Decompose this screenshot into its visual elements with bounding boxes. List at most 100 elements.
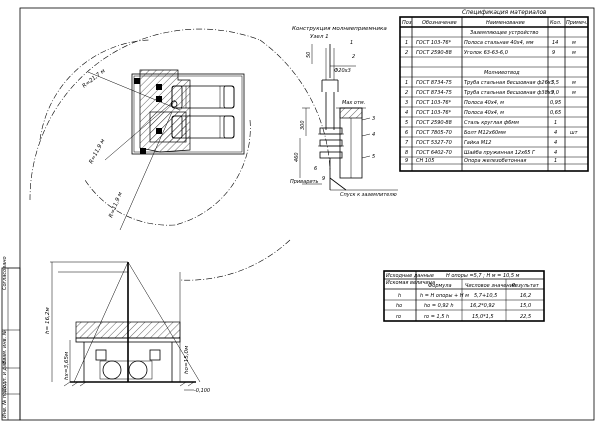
svg-text:14: 14	[552, 40, 558, 46]
svg-text:5,5: 5,5	[551, 80, 559, 86]
svg-text:9: 9	[405, 158, 408, 164]
svg-text:4: 4	[554, 150, 557, 156]
spec-section-2: Молниеотвод	[484, 70, 520, 76]
svg-text:м: м	[572, 50, 576, 56]
svg-text:Труба стальная бесшовная ф38х3: Труба стальная бесшовная ф38х3	[464, 90, 554, 96]
svg-text:ГОСТ 103-76*: ГОСТ 103-76*	[416, 110, 452, 116]
spec-h-note: Примеч.	[566, 20, 588, 26]
spec-row: 4 ГОСТ 103-76* Полоса 40х4, м 0,65	[405, 110, 561, 116]
svg-text:5: 5	[372, 154, 375, 160]
calc-header-right: H опоры =5,7 ; H м = 10,5 м	[446, 273, 520, 279]
transformer-top	[171, 85, 235, 109]
svg-text:ho = 0,92 h: ho = 0,92 h	[424, 303, 454, 309]
svg-text:ГОСТ 2590-88: ГОСТ 2590-88	[416, 120, 452, 126]
spec-table: Спецификация материалов Поз. Обозначение…	[399, 10, 589, 172]
spec-title: Спецификация материалов	[462, 10, 547, 16]
svg-text:ro = 1,5 h: ro = 1,5 h	[424, 314, 449, 320]
svg-text:2: 2	[405, 90, 408, 96]
calc-table: Исходные данные H опоры =5,7 ; H м = 10,…	[383, 270, 545, 322]
svg-text:16,2: 16,2	[520, 293, 531, 299]
calc-row: ho ho = 0,92 h 16,2*0,92 15,0	[396, 303, 531, 309]
svg-text:ГОСТ 7805-70: ГОСТ 7805-70	[416, 130, 452, 136]
svg-text:h = H опоры + H м: h = H опоры + H м	[420, 293, 469, 299]
svg-text:5: 5	[405, 120, 408, 126]
svg-text:4: 4	[554, 140, 557, 146]
label-spusk: Спуск к заземлителю	[340, 192, 397, 198]
spec-row: 2 ГОСТ 2590-88 Уголок 63-63-6,0 9 м	[405, 50, 576, 56]
stamp-4: Инв. № подл.	[2, 384, 8, 419]
level-label: -0,100	[194, 388, 210, 394]
svg-text:м: м	[572, 80, 576, 86]
svg-text:0,95: 0,95	[550, 100, 561, 106]
svg-text:7: 7	[405, 140, 409, 146]
calc-header-left: Исходные данные	[386, 273, 434, 279]
spec-h-name: Наименование	[486, 20, 525, 26]
dim-d20: Ф20х3	[334, 68, 351, 74]
svg-text:15,0: 15,0	[520, 303, 531, 309]
dim-300: 300	[300, 120, 306, 130]
calc-col-1: Формула	[428, 283, 452, 289]
svg-text:шт: шт	[570, 130, 579, 136]
detail-title-1: Конструкция молниеприемника	[292, 26, 387, 32]
svg-text:9: 9	[322, 176, 325, 182]
spec-row: 9 СН 105 Опора железобетонная 1	[405, 158, 557, 164]
svg-text:3: 3	[405, 100, 408, 106]
spec-row: 6 ГОСТ 7805-70 Болт М12х60мм 4 шт	[405, 130, 579, 136]
label-prisvarit: Приварить	[290, 179, 319, 185]
radius-label-1: R=21,7 м	[82, 68, 108, 90]
svg-text:15,0*1,5: 15,0*1,5	[472, 314, 494, 320]
spec-row: 1 ГОСТ 103-76* Полоса стальная 40х4, мм …	[405, 40, 576, 46]
svg-text:Сталь круглая ф6мм: Сталь круглая ф6мм	[464, 120, 519, 126]
svg-text:ГОСТ 8734-75: ГОСТ 8734-75	[416, 80, 452, 86]
radius-label-3: R=11,9 м	[108, 191, 124, 219]
calc-col-0: Искомая величина	[386, 280, 435, 286]
spec-row: 1 ГОСТ 8734-75 Труба стальная бесшовная …	[405, 80, 576, 86]
transformer-bottom	[171, 115, 235, 139]
svg-text:4: 4	[372, 132, 375, 138]
svg-text:16,2*0,92: 16,2*0,92	[470, 303, 495, 309]
svg-text:Полоса 40х4, м: Полоса 40х4, м	[464, 100, 504, 106]
svg-text:1: 1	[405, 40, 408, 46]
spec-row: 5 ГОСТ 2590-88 Сталь круглая ф6мм 1	[405, 120, 557, 126]
svg-text:Труба стальная бесшовная ф26х3: Труба стальная бесшовная ф26х3	[464, 80, 554, 86]
svg-text:ho: ho	[396, 303, 402, 309]
radius-label-2: R=11,9 м	[88, 138, 106, 165]
svg-text:ГОСТ 103-76*: ГОСТ 103-76*	[416, 40, 452, 46]
plan-view: R=21,7 м R=11,9 м R=11,9 м	[29, 28, 331, 281]
svg-text:м: м	[572, 40, 576, 46]
svg-text:3: 3	[372, 116, 375, 122]
dim-ho: ho=15,0м	[184, 345, 190, 374]
svg-text:1: 1	[554, 158, 557, 164]
stamp-2: Взам. инв. №	[2, 330, 8, 364]
svg-text:2: 2	[405, 50, 408, 56]
calc-col-2: Числовое значение	[465, 283, 516, 289]
lightning-rod-detail: Конструкция молниеприемника Узел 1 50 Ф2…	[290, 26, 398, 198]
svg-text:1: 1	[350, 40, 353, 46]
dim-50: 50	[306, 52, 312, 58]
svg-text:ro: ro	[396, 314, 401, 320]
svg-text:9,0: 9,0	[551, 90, 559, 96]
svg-text:9: 9	[552, 50, 555, 56]
spec-row: 3 ГОСТ 103-76* Полоса 40х4, м 0,95	[405, 100, 561, 106]
label-max-otm: Мах отм.	[342, 100, 365, 106]
stamp-1: Согласовано	[2, 256, 8, 290]
sheet-frame: Согласовано Взам. инв. № Подп. и дата Ин…	[1, 7, 595, 421]
spec-h-qty: Кол.	[550, 20, 561, 26]
svg-text:6: 6	[314, 166, 317, 172]
svg-text:ГОСТ 103-76*: ГОСТ 103-76*	[416, 100, 452, 106]
svg-text:Уголок 63-63-6,0: Уголок 63-63-6,0	[464, 50, 508, 56]
dim-460: 460	[294, 152, 300, 162]
svg-text:Полоса 40х4, м: Полоса 40х4, м	[464, 110, 504, 116]
svg-text:Опора железобетонная: Опора железобетонная	[464, 158, 526, 164]
svg-text:ГОСТ 6402-70: ГОСТ 6402-70	[416, 150, 452, 156]
svg-text:4: 4	[554, 130, 557, 136]
svg-text:22,5: 22,5	[520, 314, 531, 320]
calc-col-3: Результат	[512, 283, 540, 289]
svg-text:Полоса стальная 40х4, мм: Полоса стальная 40х4, мм	[464, 40, 534, 46]
dim-h: h= 16,2м	[45, 307, 51, 334]
svg-text:ГОСТ 5327-70: ГОСТ 5327-70	[416, 140, 452, 146]
calc-row: h h = H опоры + H м 5,7+10,5 16,2	[398, 293, 531, 299]
spec-row: 2 ГОСТ 8734-75 Труба стальная бесшовная …	[405, 90, 576, 96]
spec-h-code: Обозначение	[422, 20, 457, 26]
